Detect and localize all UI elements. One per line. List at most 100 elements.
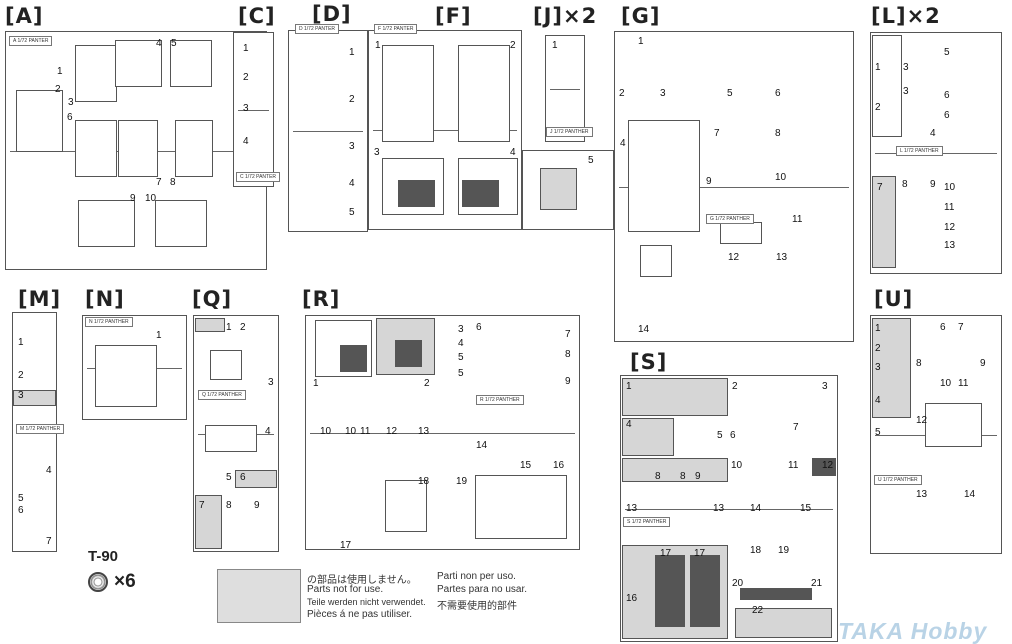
sprue-part-shape — [210, 350, 242, 380]
sprue-part-shape — [622, 458, 728, 482]
part-number: 5 — [458, 352, 464, 363]
part-number: 9 — [706, 176, 712, 187]
part-number: 1 — [226, 322, 232, 333]
part-number: 3 — [875, 362, 881, 373]
part-number: 1 — [349, 47, 355, 58]
part-number: 8 — [775, 128, 781, 139]
part-number: 10 — [944, 182, 956, 193]
part-number: 13 — [776, 252, 788, 263]
part-number: 4 — [349, 178, 355, 189]
part-number: 1 — [156, 330, 162, 341]
part-number: 1 — [875, 323, 881, 334]
sprue-header-u: U 1/72 PANTHER — [874, 475, 922, 485]
sprue-part-shape — [385, 480, 427, 532]
legend-it: Parti non per uso. — [437, 571, 516, 582]
part-number: 6 — [940, 322, 946, 333]
sprue-header-f: F 1/72 PANTER — [374, 24, 418, 34]
part-number: 2 — [243, 72, 249, 83]
part-number: 5 — [727, 88, 733, 99]
sprue-label-d: [D] — [312, 2, 352, 26]
sprue-part-shape — [16, 90, 63, 152]
sprue-header-q: Q 1/72 PANTHER — [198, 390, 246, 400]
part-number: 5 — [875, 427, 881, 438]
part-number: 18 — [418, 476, 430, 487]
part-number: 9 — [980, 358, 986, 369]
part-number: 11 — [944, 202, 955, 213]
sprue-part-shape — [735, 608, 832, 638]
sprue-frame-d — [288, 30, 368, 232]
part-number: 7 — [565, 329, 571, 340]
sprue-part-shape — [925, 403, 982, 447]
sprue-runner — [373, 130, 517, 131]
sprue-part-shape — [75, 120, 117, 177]
part-number: 2 — [424, 378, 430, 389]
legend-en: Parts not for use. — [307, 584, 384, 595]
part-number: 12 — [916, 415, 928, 426]
part-number: 20 — [732, 578, 744, 589]
part-number: 1 — [875, 62, 881, 73]
part-number: 11 — [958, 378, 969, 389]
part-number: 8 — [226, 500, 232, 511]
part-number: 10 — [775, 172, 787, 183]
part-number: 6 — [67, 112, 73, 123]
part-number: 3 — [349, 141, 355, 152]
part-number: 7 — [958, 322, 964, 333]
sprue-part-shape — [872, 176, 896, 268]
part-number: 12 — [386, 426, 398, 437]
sprue-runner — [550, 88, 580, 90]
sprue-header-g: G 1/72 PANTHER — [706, 214, 754, 224]
sprue-header-r: R 1/72 PANTHER — [476, 395, 524, 405]
part-number: 10 — [940, 378, 952, 389]
part-number: 6 — [476, 322, 482, 333]
sprue-part-shape — [655, 555, 685, 627]
part-number: 6 — [240, 472, 246, 483]
part-number: 6 — [944, 110, 950, 121]
part-number: 4 — [243, 136, 249, 147]
part-number: 8 — [170, 177, 176, 188]
part-number: 14 — [750, 503, 762, 514]
sprue-label-g: [G] — [621, 4, 661, 28]
part-number: 4 — [458, 338, 464, 349]
part-number: 17 — [694, 548, 706, 559]
part-number: 14 — [638, 324, 650, 335]
sprue-label-f: [F] — [435, 4, 472, 28]
part-number: 3 — [18, 390, 24, 401]
sprue-part-shape — [398, 180, 435, 207]
part-number: 5 — [588, 155, 594, 166]
sprue-header-j: J 1/72 PANTHER — [546, 127, 593, 137]
part-number: 9 — [695, 471, 701, 482]
part-number: 9 — [254, 500, 260, 511]
sprue-header-n: N 1/72 PANTHER — [85, 317, 133, 327]
part-number: 4 — [156, 38, 162, 49]
part-number: 10 — [320, 426, 332, 437]
sprue-label-a: [A] — [5, 4, 44, 28]
sprue-part-shape — [622, 418, 674, 456]
part-number: 3 — [903, 86, 909, 97]
sprue-part-shape — [13, 390, 56, 406]
part-number: 7 — [877, 182, 883, 193]
part-number: 14 — [476, 440, 488, 451]
sprue-part-shape — [690, 555, 720, 627]
part-number: 5 — [349, 207, 355, 218]
polycap-ring-icon — [88, 572, 108, 592]
part-number: 22 — [752, 605, 764, 616]
sprue-part-shape — [340, 345, 367, 372]
sprue-part-shape — [628, 120, 700, 232]
part-number: 2 — [18, 370, 24, 381]
part-number: 16 — [626, 593, 638, 604]
part-number: 12 — [944, 222, 956, 233]
part-number: 7 — [793, 422, 799, 433]
part-number: 2 — [875, 102, 881, 113]
part-number: 1 — [18, 337, 24, 348]
part-number: 9 — [565, 376, 571, 387]
part-number: 5 — [717, 430, 723, 441]
sprue-runner — [310, 432, 575, 434]
part-number: 11 — [360, 426, 371, 437]
sprue-label-r: [R] — [302, 287, 341, 311]
sprue-label-c: [C] — [238, 4, 276, 28]
part-number: 6 — [944, 90, 950, 101]
part-number: 7 — [714, 128, 720, 139]
part-number: 8 — [916, 358, 922, 369]
sprue-part-shape — [115, 40, 162, 87]
